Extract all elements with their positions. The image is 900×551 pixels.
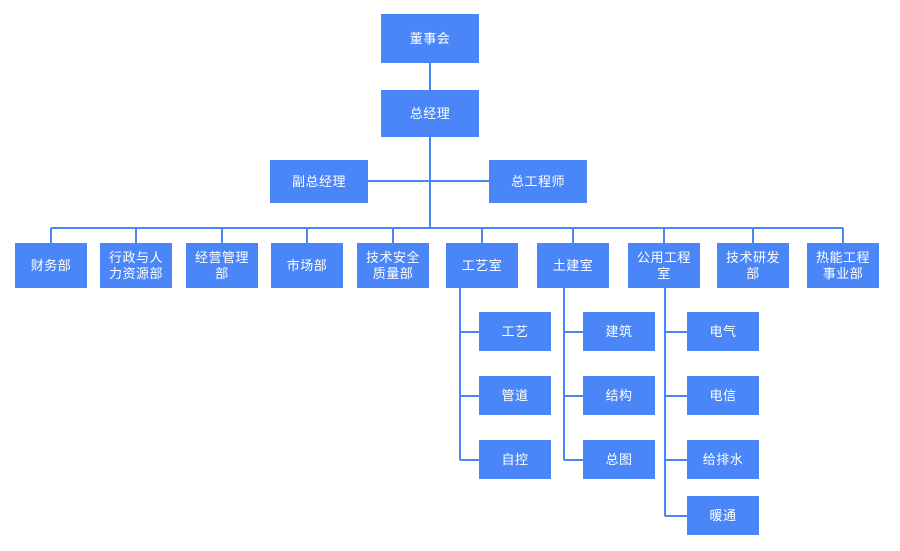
node-label: 财务部 [30,257,72,273]
node-department[interactable]: 市场部 [271,243,343,288]
node-label: 结构 [605,387,633,403]
node-label: 市场部 [286,257,328,273]
node-label: 自控 [501,451,529,467]
node-label: 经营管理部 [194,250,249,281]
node-sub-unit[interactable]: 暖通 [687,496,759,535]
node-chief-engineer[interactable]: 总工程师 [489,160,587,203]
node-label: 工艺 [501,323,529,339]
node-department[interactable]: 土建室 [537,243,609,288]
node-sub-unit[interactable]: 给排水 [687,440,759,479]
node-sub-unit[interactable]: 建筑 [583,312,655,351]
node-sub-unit[interactable]: 结构 [583,376,655,415]
node-label: 技术安全质量部 [365,250,420,281]
node-label: 给排水 [702,451,744,467]
node-sub-unit[interactable]: 管道 [479,376,551,415]
node-department[interactable]: 经营管理部 [186,243,258,288]
node-sub-unit[interactable]: 总图 [583,440,655,479]
node-label: 总经理 [409,105,451,121]
node-label: 电气 [709,323,737,339]
node-department[interactable]: 技术研发部 [717,243,789,288]
node-label: 电信 [709,387,737,403]
node-label: 管道 [501,387,529,403]
node-department[interactable]: 财务部 [15,243,87,288]
node-label: 土建室 [552,257,594,273]
node-label: 副总经理 [291,173,346,189]
node-label: 总图 [605,451,633,467]
node-board-of-directors[interactable]: 董事会 [381,14,479,63]
node-department[interactable]: 行政与人力资源部 [100,243,172,288]
node-label: 暖通 [709,507,737,523]
node-deputy-general-manager[interactable]: 副总经理 [270,160,368,203]
node-label: 技术研发部 [725,250,780,281]
node-label: 行政与人力资源部 [108,250,163,281]
node-department[interactable]: 技术安全质量部 [357,243,429,288]
node-general-manager[interactable]: 总经理 [381,90,479,137]
node-sub-unit[interactable]: 电气 [687,312,759,351]
node-label: 公用工程室 [636,250,691,281]
node-label: 热能工程事业部 [815,250,870,281]
node-label: 总工程师 [510,173,565,189]
node-sub-unit[interactable]: 电信 [687,376,759,415]
node-label: 建筑 [605,323,633,339]
node-sub-unit[interactable]: 自控 [479,440,551,479]
node-department[interactable]: 热能工程事业部 [807,243,879,288]
node-department[interactable]: 公用工程室 [628,243,700,288]
node-sub-unit[interactable]: 工艺 [479,312,551,351]
node-department[interactable]: 工艺室 [446,243,518,288]
node-label: 董事会 [409,30,451,46]
node-label: 工艺室 [461,257,503,273]
